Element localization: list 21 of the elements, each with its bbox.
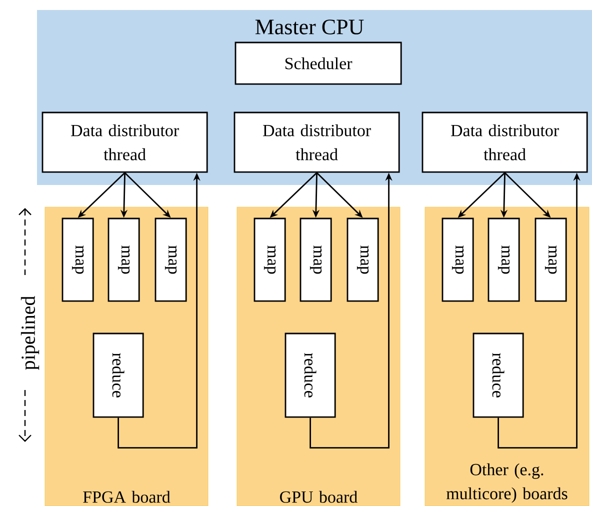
map-box: map <box>300 218 332 302</box>
map-box: map <box>534 218 567 302</box>
process-box: Data distributor thread <box>42 112 208 173</box>
panel-label: FPGA board <box>83 490 170 503</box>
process-box: Data distributor thread <box>422 112 588 173</box>
map-box: map <box>442 218 474 302</box>
map-box: map <box>62 218 94 302</box>
map-box: map <box>154 218 187 302</box>
process-box: Data distributor thread <box>234 112 400 173</box>
map-box: map <box>346 218 379 302</box>
process-box: Scheduler <box>234 42 402 85</box>
reduce-box: reduce <box>92 332 144 418</box>
panel-title: Master CPU <box>255 20 364 34</box>
reduce-box: reduce <box>472 332 524 418</box>
map-box: map <box>254 218 286 302</box>
map-box: map <box>488 218 520 302</box>
panel-label: Other (e.g. multicore) boards <box>446 463 568 503</box>
panel-label: GPU board <box>280 490 358 503</box>
map-box: map <box>108 218 140 302</box>
reduce-box: reduce <box>284 332 336 418</box>
side-label: pipelined <box>20 296 40 370</box>
